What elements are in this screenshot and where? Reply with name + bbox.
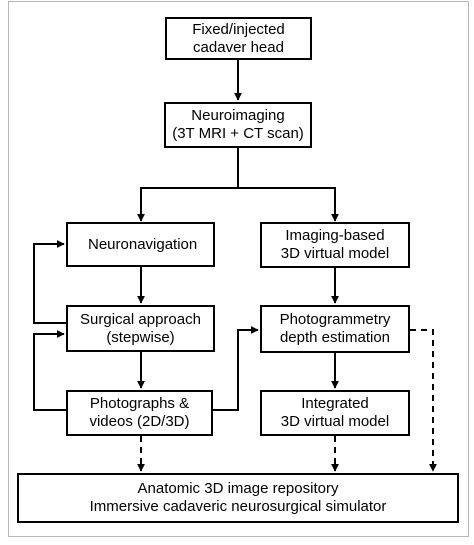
edge-photographs-to-photogrammetry bbox=[213, 326, 259, 411]
edge-photogrammetry-to-repository bbox=[410, 329, 437, 472]
node-neuronavigation-label: Neuronavigation bbox=[88, 235, 198, 253]
node-repository: Anatomic 3D image repository Immersive c… bbox=[17, 473, 459, 523]
node-neuronavigation: Neuronavigation bbox=[66, 222, 215, 267]
node-photogrammetry: Photogrammetry depth estimation bbox=[260, 305, 410, 353]
node-virtual-model-label: Imaging-based 3D virtual model bbox=[280, 227, 390, 262]
node-photographs-label: Photographs & videos (2D/3D) bbox=[89, 395, 190, 430]
node-integrated-model-label: Integrated 3D virtual model bbox=[280, 395, 390, 430]
node-neuroimaging-label: Neuroimaging (3T MRI + CT scan) bbox=[172, 107, 304, 142]
node-surgical-approach: Surgical approach (stepwise) bbox=[66, 305, 215, 352]
node-photogrammetry-label: Photogrammetry depth estimation bbox=[279, 311, 391, 346]
node-neuroimaging: Neuroimaging (3T MRI + CT scan) bbox=[164, 102, 312, 148]
node-integrated-model: Integrated 3D virtual model bbox=[260, 390, 410, 436]
figure-border bbox=[8, 1, 469, 537]
node-virtual-model: Imaging-based 3D virtual model bbox=[260, 222, 410, 268]
edge-neuroimaging-to-virtual-model bbox=[238, 187, 339, 222]
edge-neuroimaging-to-neuronavigation bbox=[137, 148, 239, 222]
node-repository-label: Anatomic 3D image repository Immersive c… bbox=[89, 480, 387, 515]
node-photographs: Photographs & videos (2D/3D) bbox=[66, 390, 213, 436]
edge-photographs-feedback-to-surgical bbox=[33, 330, 68, 411]
node-cadaver-head-label: Fixed/injected cadaver head bbox=[192, 20, 285, 56]
node-cadaver-head: Fixed/injected cadaver head bbox=[165, 17, 312, 60]
edge-surgical-feedback-to-neuronavigation bbox=[33, 240, 68, 324]
node-surgical-approach-label: Surgical approach (stepwise) bbox=[80, 310, 201, 346]
